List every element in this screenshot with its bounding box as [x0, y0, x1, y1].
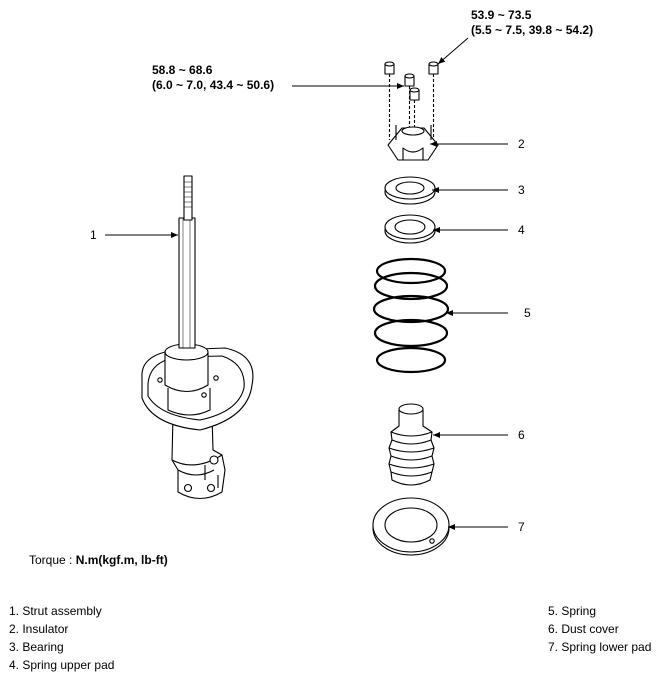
callout-7: 7	[518, 520, 525, 534]
torque-value-top-right: 53.9 ~ 73.5 (5.5 ~ 7.5, 39.8 ~ 54.2)	[471, 8, 593, 38]
callout-1: 1	[90, 228, 97, 242]
torque-value-line: (6.0 ~ 7.0, 43.4 ~ 50.6)	[152, 78, 275, 92]
bearing-part	[384, 176, 436, 205]
legend-item: 3. Bearing	[9, 640, 64, 654]
insulator-part	[387, 125, 439, 161]
legend-item: 5. Spring	[548, 604, 597, 618]
parts-legend-right: 5. Spring 6. Dust cover 7. Spring lower …	[548, 602, 651, 656]
torque-value-left: 58.8 ~ 68.6 (6.0 ~ 7.0, 43.4 ~ 50.6)	[152, 63, 274, 93]
spring-part	[372, 257, 450, 374]
torque-value-line: 53.9 ~ 73.5	[471, 8, 532, 22]
legend-item: 4. Spring upper pad	[9, 658, 115, 672]
mounting-nut	[428, 61, 439, 140]
torque-note-label: Torque :	[29, 553, 76, 567]
self-locking-nut	[409, 87, 420, 128]
legend-item: 1. Strut assembly	[9, 604, 102, 618]
callout-4: 4	[518, 223, 525, 237]
torque-note-unit: N.m(kgf.m, lb-ft)	[75, 553, 168, 567]
parts-legend-left: 1. Strut assembly 2. Insulator 3. Bearin…	[9, 602, 114, 674]
spring-upper-pad-part	[384, 214, 436, 244]
mounting-nut	[384, 61, 395, 140]
strut-assembly-part	[141, 175, 254, 500]
legend-item: 7. Spring lower pad	[548, 640, 652, 654]
legend-item: 6. Dust cover	[548, 622, 619, 636]
torque-value-line: 58.8 ~ 68.6	[152, 63, 213, 77]
leader-line-torque-right	[437, 37, 469, 65]
callout-3: 3	[518, 183, 525, 197]
torque-unit-note: Torque : N.m(kgf.m, lb-ft)	[29, 553, 168, 567]
spring-lower-pad-part	[372, 497, 450, 556]
dust-cover-part	[388, 403, 435, 486]
callout-6: 6	[518, 428, 525, 442]
callout-2: 2	[518, 137, 525, 151]
legend-item: 2. Insulator	[9, 622, 69, 636]
torque-value-line: (5.5 ~ 7.5, 39.8 ~ 54.2)	[471, 23, 594, 37]
callout-5: 5	[524, 306, 531, 320]
strut-exploded-diagram	[105, 37, 508, 556]
